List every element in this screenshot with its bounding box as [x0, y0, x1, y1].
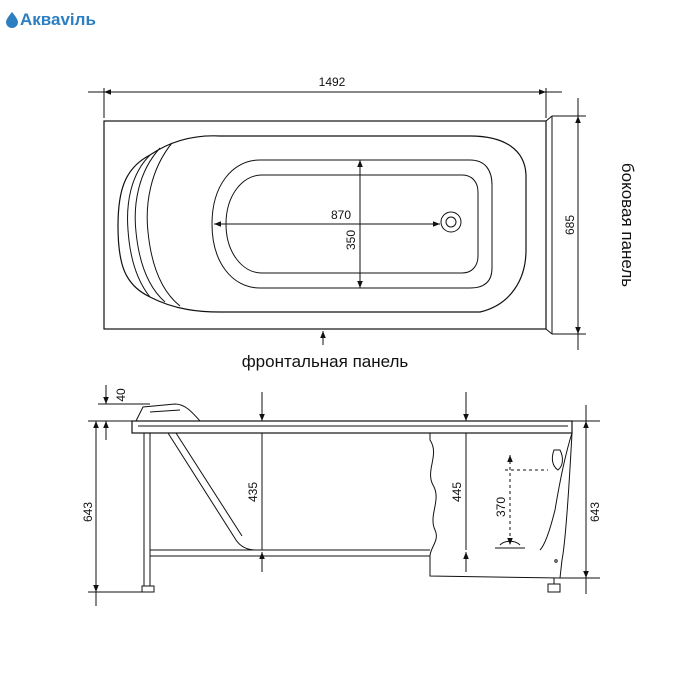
- drain-pipe: [551, 449, 563, 471]
- brand-logo: Акваviль: [6, 6, 126, 34]
- tub-body: [167, 432, 430, 551]
- cutaway-panel: [429, 432, 573, 579]
- dim-rim-height: 40: [114, 388, 128, 402]
- tub-rim: [131, 420, 573, 434]
- drain-icon: [440, 211, 462, 233]
- dim-drain-height: 370: [494, 497, 508, 517]
- brand-logo-text: Акваviль: [20, 10, 96, 29]
- dim-total-height-left: 643: [81, 502, 95, 522]
- dim-overall-width: 685: [563, 215, 577, 235]
- side-view: [88, 385, 600, 606]
- front-panel-label: фронтальная панель: [242, 352, 409, 371]
- dim-depth-1: 435: [246, 482, 260, 502]
- dim-inner-length: 870: [331, 208, 351, 222]
- side-panel-label: боковая панель: [618, 163, 637, 287]
- tub-basin: [211, 159, 493, 289]
- tub-outer-rim: [103, 120, 547, 330]
- dim-depth-2: 445: [450, 482, 464, 502]
- top-view: [88, 88, 586, 350]
- dim-inner-width: 350: [344, 230, 358, 250]
- tub-inner-outline: [117, 135, 527, 313]
- headrest: [135, 403, 201, 422]
- drop-icon: [6, 12, 18, 28]
- dim-total-height-right: 643: [588, 502, 602, 522]
- dim-overall-length: 1492: [319, 75, 346, 89]
